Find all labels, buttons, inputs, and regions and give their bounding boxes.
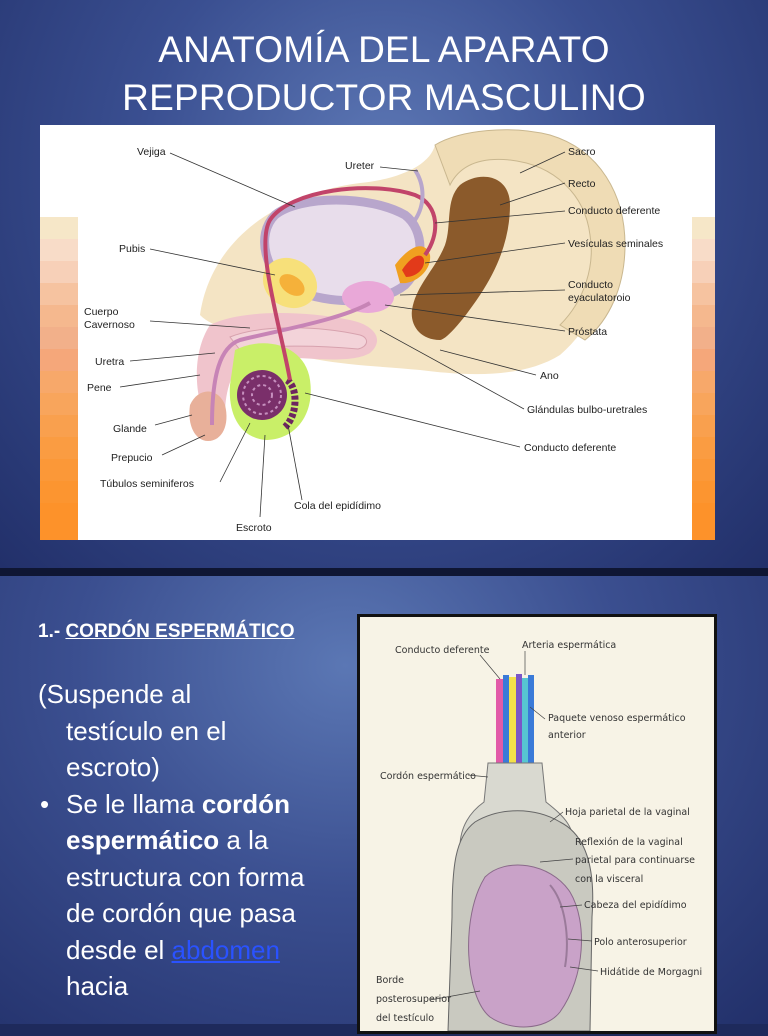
label-borde-1: Borde [376,975,404,986]
left-color-strip [40,217,78,540]
label-paquete-2: anterior [548,730,586,741]
bullet-item: •Se le llama cordón espermático a la est… [38,786,338,1005]
heading-title: CORDÓN ESPERMÁTICO [65,621,294,642]
label-polo: Polo anterosuperior [594,937,687,948]
label-cuerpo-2: Cavernoso [84,319,135,331]
label-conducto-deferente-bottom: Conducto deferente [524,442,616,454]
label-vesiculas: Vesículas seminales [568,238,663,250]
label-escroto: Escroto [236,522,272,534]
label-cabeza: Cabeza del epidídimo [584,900,687,911]
slide-title: ANATOMÍA DEL APARATO REPRODUCTOR MASCULI… [0,26,768,122]
label-vejiga: Vejiga [137,146,166,158]
title-line-2: REPRODUCTOR MASCULINO [0,74,768,122]
paren-line-3: escroto) [38,749,338,786]
label-cordon: Cordón espermático [380,771,476,782]
label-prostata: Próstata [568,326,607,338]
label-conducto-deferente-top: Conducto deferente [568,205,660,217]
paren-line-1: (Suspende al [38,676,338,713]
label-reflexion-3: con la visceral [575,874,643,885]
anatomy-diagram: Vejiga Ureter Sacro Recto Conducto defer… [40,125,715,540]
label-arteria: Arteria espermática [522,640,616,651]
section-heading: 1.- CORDÓN ESPERMÁTICO [38,621,295,643]
label-borde-2: posterosuperior [376,994,451,1005]
label-recto: Recto [568,178,596,190]
label-hidatide: Hidátide de Morgagni [600,967,702,978]
label-reflexion-1: Reflexión de la vaginal [575,837,683,848]
slide-separator [0,568,768,576]
anatomy-illustration: Vejiga Ureter Sacro Recto Conducto defer… [40,125,715,540]
label-sacro: Sacro [568,146,596,158]
label-hoja: Hoja parietal de la vaginal [565,807,690,818]
label-glandulas: Glándulas bulbo-uretrales [527,404,647,416]
bullet-text-3: hacia [66,971,128,1001]
label-ano: Ano [540,370,559,382]
label-ureter: Ureter [345,160,375,172]
label-pene: Pene [87,382,112,394]
label-cuerpo-1: Cuerpo [84,306,119,318]
testis [237,370,287,420]
label-conducto-eyac-1: Conducto [568,279,613,291]
right-color-strip [692,217,715,540]
label-uretra: Uretra [95,356,124,368]
label-borde-3: del testículo [376,1013,434,1024]
label-cola: Cola del epidídimo [294,500,381,512]
cord-vessels [496,674,534,763]
slide-1: ANATOMÍA DEL APARATO REPRODUCTOR MASCULI… [0,0,768,568]
label-conducto-deferente-2: Conducto deferente [395,645,490,656]
label-prepucio: Prepucio [111,452,153,464]
prostate [342,281,394,313]
label-glande: Glande [113,423,147,435]
body-text: (Suspende al testículo en el escroto) • S… [38,676,338,1005]
bullet-dot: • [40,786,49,823]
label-conducto-eyac-2: eyaculatoroio [568,292,631,304]
label-paquete-1: Paquete venoso espermático [548,713,686,724]
title-line-1: ANATOMÍA DEL APARATO [0,26,768,74]
bullet-text-1: Se le llama [66,789,202,819]
paren-line-2: testículo en el [38,713,338,750]
spermatic-cord-diagram: Conducto deferente Arteria espermática P… [357,614,717,1034]
label-pubis: Pubis [119,243,145,255]
spermatic-cord-illustration: Conducto deferente Arteria espermática P… [360,617,714,1031]
abdomen-link[interactable]: abdomen [172,935,280,965]
testis [469,865,582,1027]
label-tubulos: Túbulos seminiferos [100,478,194,490]
glans [189,392,226,442]
heading-number: 1.- [38,621,65,642]
label-reflexion-2: parietal para continuarse [575,855,695,866]
